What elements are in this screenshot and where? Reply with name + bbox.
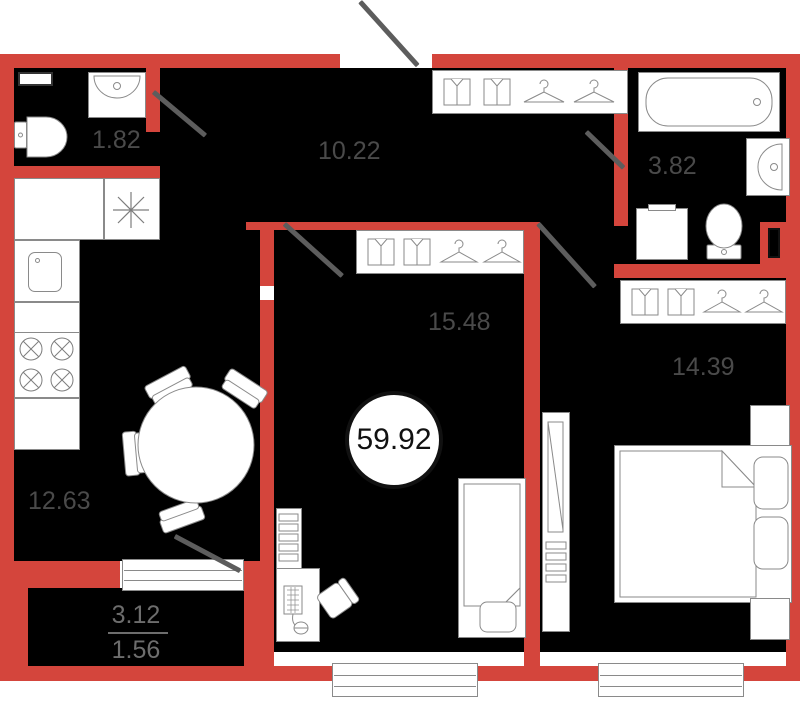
window-bedroom [598, 663, 744, 697]
wall-balcony-left [14, 588, 28, 666]
window-balcony-mullion-2 [124, 580, 242, 581]
window-living-mullion-2 [334, 686, 476, 687]
bathroom-toilet-icon [705, 203, 743, 260]
window-living [332, 663, 478, 697]
floor-balcony [28, 588, 244, 666]
bathroom-sink-icon [746, 138, 790, 196]
desk-icon [276, 568, 320, 642]
balcony-area-net: 1.56 [111, 636, 161, 664]
cooker-hood-icon [113, 192, 149, 228]
wall-balcony-top-left [14, 561, 120, 588]
area-label-kitchen: 12.63 [28, 487, 91, 515]
area-label-hall: 10.22 [318, 137, 381, 165]
dining-set-icon [121, 365, 268, 534]
wall-kitchen-east-top [246, 222, 274, 230]
bookshelf-left-icon [276, 508, 302, 570]
office-chair-icon [317, 577, 360, 619]
wall-sink-icon [88, 72, 146, 118]
double-bed-icon [614, 445, 792, 603]
wall-pier-bottom-center [524, 652, 540, 666]
bathtub-icon [638, 72, 780, 132]
window-bedroom-mullion-1 [600, 675, 742, 676]
towel-rail-icon [18, 72, 53, 86]
window-bedroom-mullion-2 [600, 686, 742, 687]
kitchen-sink-basin [28, 252, 62, 292]
area-label-bedroom: 14.39 [672, 353, 735, 381]
wall-bedroom-west [524, 278, 540, 666]
wardrobe-bedroom-icons [631, 288, 784, 316]
wall-living-west-upper [260, 222, 274, 286]
area-label-living: 15.48 [428, 308, 491, 336]
bookshelf-icon [542, 412, 570, 632]
entrance-door-icon [358, 0, 420, 68]
exterior-wall-left [0, 54, 14, 681]
wall-wc-bottom [14, 166, 160, 178]
wall-balcony-top-right [244, 561, 274, 588]
washing-machine-top [648, 204, 676, 211]
wardrobe-living-icons [367, 238, 522, 266]
nightstand-top [750, 405, 790, 447]
floor-hall-right [524, 160, 628, 278]
balcony-area-gross: 3.12 [111, 601, 161, 629]
toilet-icon [14, 116, 68, 158]
area-label-bathroom: 3.82 [648, 152, 697, 180]
exterior-wall-top-left [0, 54, 340, 68]
area-label-wc: 1.82 [92, 126, 141, 154]
exterior-wall-top-right [432, 54, 800, 68]
washing-machine-icon [636, 208, 688, 260]
wall-kitchen-top-right [146, 166, 160, 178]
window-balcony-mullion-1 [124, 570, 242, 571]
nightstand-bottom [750, 598, 790, 640]
kitchen-sink-tap [35, 258, 40, 263]
wall-balcony-right [244, 588, 260, 666]
ventilation-shaft-icon [768, 228, 780, 258]
kitchen-upper-counter [14, 178, 104, 240]
wall-bathroom-bottom [614, 264, 786, 278]
total-area-badge: 59.92 [345, 391, 443, 489]
balcony-fraction-rule [108, 632, 168, 634]
wardrobe-hall [432, 70, 628, 114]
wall-bathroom-west [614, 166, 628, 226]
stove-4-burner-icon [14, 332, 80, 398]
living-bed-icon [458, 478, 526, 638]
floor-hall-lower [260, 160, 524, 226]
wall-wc-right [146, 68, 160, 132]
wall-living-north [274, 222, 524, 230]
window-living-mullion-1 [334, 675, 476, 676]
wardrobe-hall-icons [443, 78, 615, 106]
kitchen-counter-lower [14, 398, 80, 450]
